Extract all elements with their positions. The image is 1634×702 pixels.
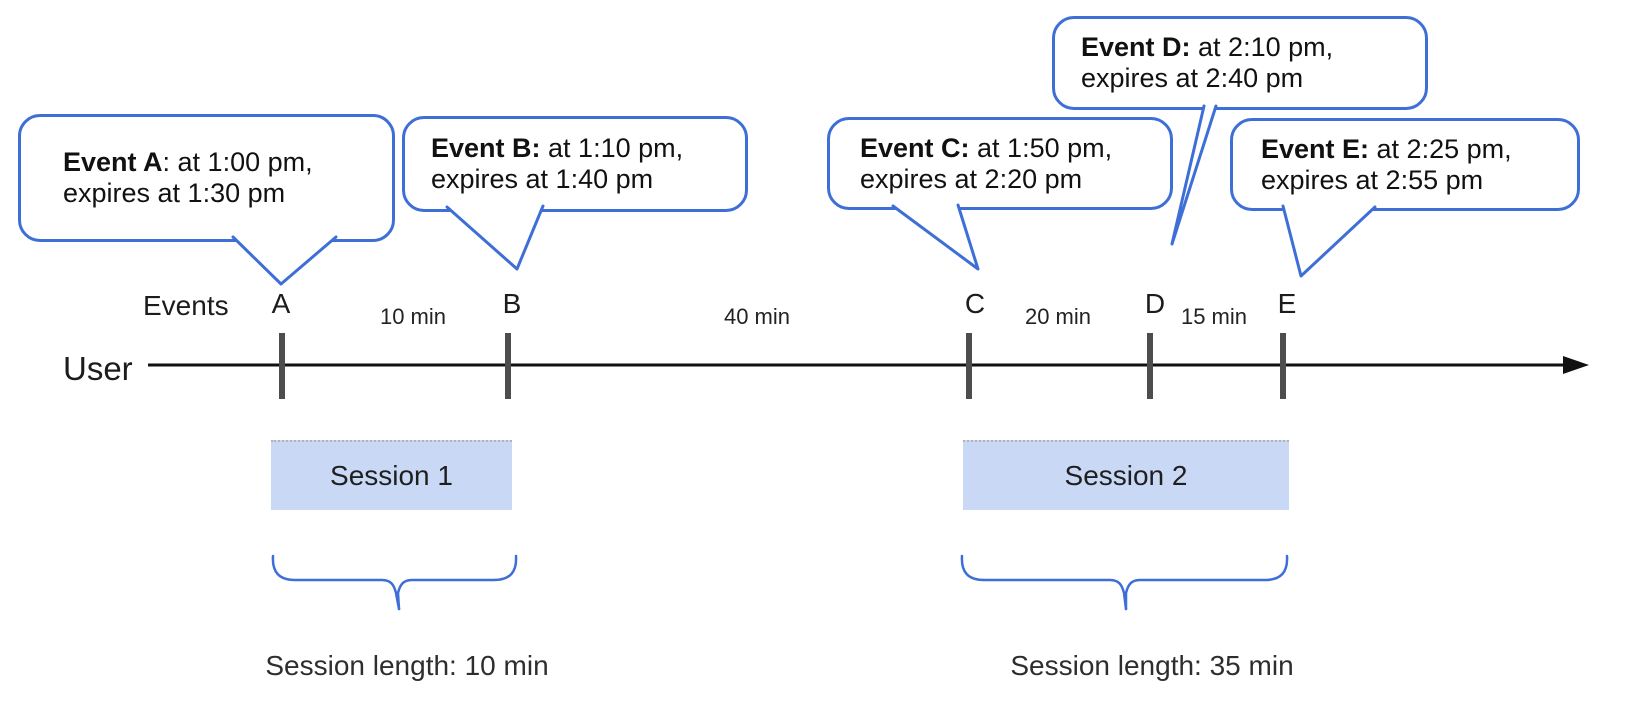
session-2-bar: Session 2: [963, 440, 1289, 510]
event-a-callout-tail: [231, 235, 338, 286]
session-2-brace: [960, 554, 1128, 611]
event-a-callout-text: Event A: at 1:00 pm,expires at 1:30 pm: [63, 147, 313, 209]
event-d-time: at 2:10 pm,: [1190, 32, 1334, 62]
timeline-arrowhead-icon: [1563, 356, 1589, 374]
event-d-callout-text: Event D: at 2:10 pm,expires at 2:40 pm: [1081, 32, 1333, 94]
event-d-expiry: expires at 2:40 pm: [1081, 63, 1304, 93]
event-a-time: : at 1:00 pm,: [162, 147, 313, 177]
event-d-callout-tail: [1170, 104, 1218, 246]
session-1-brace: [271, 554, 401, 611]
event-b-time: at 1:10 pm,: [540, 133, 684, 163]
session-1-bar-label: Session 1: [330, 460, 453, 491]
event-letter-b: B: [502, 288, 522, 319]
event-letter-a: A: [271, 288, 291, 319]
event-a-tick: [279, 333, 285, 399]
event-e-callout-tail: [1281, 204, 1377, 278]
event-c-callout-tail: [891, 203, 980, 271]
event-b-expiry: expires at 1:40 pm: [431, 164, 654, 194]
event-c-expiry: expires at 2:20 pm: [860, 163, 1083, 194]
session-1-length-label: Session length: 10 min: [265, 650, 549, 681]
event-b-tick: [505, 333, 511, 399]
gap-label-c-d: 20 min: [1024, 304, 1092, 329]
session-2-brace-right: [1124, 554, 1289, 611]
user-axis-label: User: [63, 350, 133, 387]
event-e-callout-text: Event E: at 2:25 pm,expires at 2:55 pm: [1261, 134, 1512, 196]
event-b-callout: Event B: at 1:10 pm,expires at 1:40 pm: [402, 116, 748, 212]
session-1-brace-right: [396, 554, 518, 611]
session-1-bar: Session 1: [271, 440, 512, 510]
event-a-callout: Event A: at 1:00 pm,expires at 1:30 pm: [18, 114, 395, 242]
event-b-callout-tail: [445, 204, 545, 271]
event-b-callout-text: Event B: at 1:10 pm,expires at 1:40 pm: [431, 133, 683, 195]
session-2-bar-label: Session 2: [1064, 460, 1188, 491]
gap-label-d-e: 15 min: [1180, 304, 1248, 329]
event-letter-d: D: [1144, 288, 1166, 319]
event-e-time: at 2:25 pm,: [1369, 133, 1512, 164]
event-e-tick: [1280, 333, 1286, 399]
event-b-title: Event B:: [431, 133, 541, 163]
event-c-tick: [966, 333, 972, 399]
events-axis-label: Events: [143, 290, 229, 321]
event-c-callout: Event C: at 1:50 pm,expires at 2:20 pm: [827, 117, 1173, 210]
event-e-callout: Event E: at 2:25 pm,expires at 2:55 pm: [1230, 118, 1580, 211]
event-letter-c: C: [964, 288, 986, 319]
event-e-title: Event E:: [1261, 133, 1370, 164]
event-a-expiry: expires at 1:30 pm: [63, 178, 286, 208]
event-c-title: Event C:: [860, 132, 970, 163]
gap-label-b-c: 40 min: [723, 304, 791, 329]
session-2-length-label: Session length: 35 min: [1010, 650, 1294, 681]
event-e-expiry: expires at 2:55 pm: [1261, 164, 1484, 195]
event-letter-e: E: [1277, 288, 1297, 319]
gap-label-a-b: 10 min: [379, 304, 447, 329]
event-d-title: Event D:: [1081, 32, 1191, 62]
event-c-time: at 1:50 pm,: [969, 132, 1113, 163]
event-d-tick: [1147, 333, 1153, 399]
event-d-callout: Event D: at 2:10 pm,expires at 2:40 pm: [1052, 16, 1428, 110]
event-c-callout-text: Event C: at 1:50 pm,expires at 2:20 pm: [860, 133, 1112, 195]
event-a-title: Event A: [63, 147, 163, 177]
